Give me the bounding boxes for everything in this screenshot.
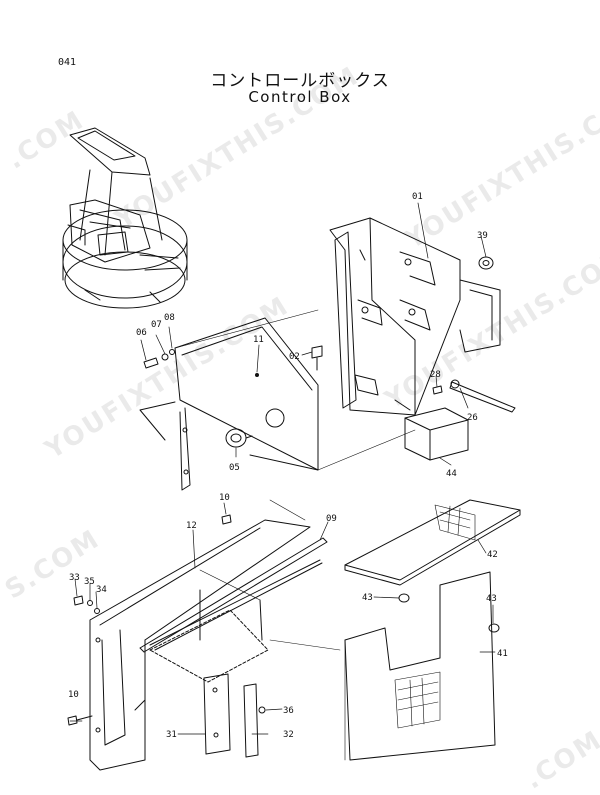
exploded-view-drawing: 01 02 05 06 07 08 09 10 10 11 12 26 28 3…: [62, 127, 521, 771]
part-label-12: 12: [186, 521, 197, 531]
part-label-07: 07: [151, 320, 162, 330]
part-label-28: 28: [430, 370, 441, 380]
part-label-43-left: 43: [362, 593, 373, 603]
page-number: 041: [58, 57, 77, 68]
part-label-42: 42: [487, 550, 498, 560]
part-label-05: 05: [229, 463, 240, 473]
part-label-35: 35: [84, 577, 95, 587]
part-label-43-right: 43: [486, 594, 497, 604]
bolt-washer-set-06-07-08: [143, 349, 175, 369]
bolt-washer-set-33-34-35: [73, 595, 100, 614]
bracket-31: [203, 673, 231, 755]
part-label-10-upper: 10: [219, 493, 230, 503]
part-label-34: 34: [96, 585, 107, 595]
assembly-guide-lines: [174, 309, 416, 761]
bolt-10-upper: [221, 514, 232, 525]
panel-plate-11: [139, 317, 319, 491]
title-japanese: コントロールボックス: [210, 71, 390, 91]
part-label-41: 41: [497, 649, 508, 659]
screw-28: [432, 385, 443, 395]
part-label-09: 09: [326, 514, 337, 524]
cover-12: [89, 519, 323, 771]
leader-lines: [69, 202, 496, 735]
clip-43-left: [398, 593, 410, 603]
plate-42: [344, 499, 521, 586]
part-label-31: 31: [166, 730, 177, 740]
part-label-33: 33: [69, 573, 80, 583]
sensor-rod-26: [449, 379, 516, 413]
bolt-10-lower: [67, 715, 93, 726]
part-label-32: 32: [283, 730, 294, 740]
part-label-39: 39: [477, 231, 488, 241]
title-english: Control Box: [248, 88, 352, 106]
grommet-05: [225, 428, 253, 448]
bolt-02: [311, 345, 323, 371]
edge-strip-09: [139, 537, 328, 653]
machine-overview-illustration: [62, 127, 188, 309]
part-label-06: 06: [136, 328, 147, 338]
clip-43-right: [488, 623, 500, 633]
part-label-02: 02: [289, 352, 300, 362]
part-label-36: 36: [283, 706, 294, 716]
part-label-10-lower: 10: [68, 690, 79, 700]
bracket-32: [243, 683, 259, 758]
part-label-11: 11: [253, 335, 264, 345]
part-label-44: 44: [446, 469, 457, 479]
part-label-08: 08: [164, 313, 175, 323]
control-box-bracket-01: [329, 217, 501, 416]
part-label-26: 26: [467, 413, 478, 423]
relay-block-44: [404, 407, 469, 461]
plate-41: [344, 571, 496, 761]
part-label-01: 01: [412, 192, 423, 202]
grommet-39: [478, 256, 494, 270]
parts-diagram-page: YOUFIXTHIS.COM YOUFIXTHIS.COM YOUFIXTHIS…: [0, 57, 600, 795]
screw-36: [258, 706, 266, 714]
